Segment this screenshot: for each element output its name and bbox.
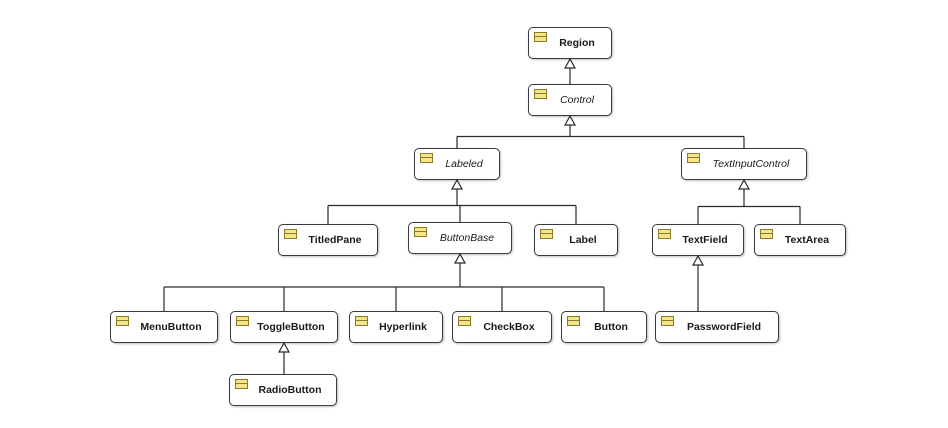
class-name-checkbox: CheckBox [483,321,535,333]
class-icon [420,153,433,163]
class-icon [236,316,249,326]
class-box-textinputcontrol: TextInputControl [681,148,807,180]
generalization-arrowhead [563,57,577,69]
class-name-labeled: Labeled [445,158,483,170]
class-box-menubutton: MenuButton [110,311,218,343]
generalization-arrowhead [453,252,467,264]
class-box-region: Region [528,27,612,59]
class-box-label: Label [534,224,618,256]
class-icon [235,379,248,389]
class-name-menubutton: MenuButton [140,321,202,333]
generalization-arrowhead [691,254,705,266]
class-box-titledpane: TitledPane [278,224,378,256]
class-icon [760,229,773,239]
class-box-control: Control [528,84,612,116]
class-name-region: Region [559,37,595,49]
class-box-button: Button [561,311,647,343]
class-name-radiobutton: RadioButton [258,384,322,396]
class-name-label: Label [569,234,597,246]
class-name-titledpane: TitledPane [308,234,362,246]
class-box-textarea: TextArea [754,224,846,256]
class-icon [567,316,580,326]
generalization-arrowhead [450,178,464,190]
generalization-arrowhead [277,341,291,353]
class-box-checkbox: CheckBox [452,311,552,343]
class-icon [540,229,553,239]
class-box-labeled: Labeled [414,148,500,180]
class-icon [687,153,700,163]
class-name-passwordfield: PasswordField [686,321,762,333]
class-name-togglebutton: ToggleButton [257,321,325,333]
class-box-textfield: TextField [652,224,744,256]
generalization-arrowhead [563,114,577,126]
class-name-hyperlink: Hyperlink [379,321,427,333]
class-name-control: Control [560,94,594,106]
class-icon [116,316,129,326]
class-icon [661,316,674,326]
class-icon [658,229,671,239]
class-name-button: Button [594,321,628,333]
class-box-togglebutton: ToggleButton [230,311,338,343]
class-icon [534,32,547,42]
class-name-textarea: TextArea [784,234,830,246]
class-name-textfield: TextField [682,234,728,246]
class-box-buttonbase: ButtonBase [408,222,512,254]
class-icon [284,229,297,239]
class-icon [534,89,547,99]
class-icon [355,316,368,326]
class-name-textinputcontrol: TextInputControl [712,158,790,170]
class-icon [414,227,427,237]
generalization-arrowhead [737,178,751,190]
class-box-passwordfield: PasswordField [655,311,779,343]
class-box-radiobutton: RadioButton [229,374,337,406]
class-box-hyperlink: Hyperlink [349,311,443,343]
class-icon [458,316,471,326]
class-name-buttonbase: ButtonBase [439,232,495,244]
